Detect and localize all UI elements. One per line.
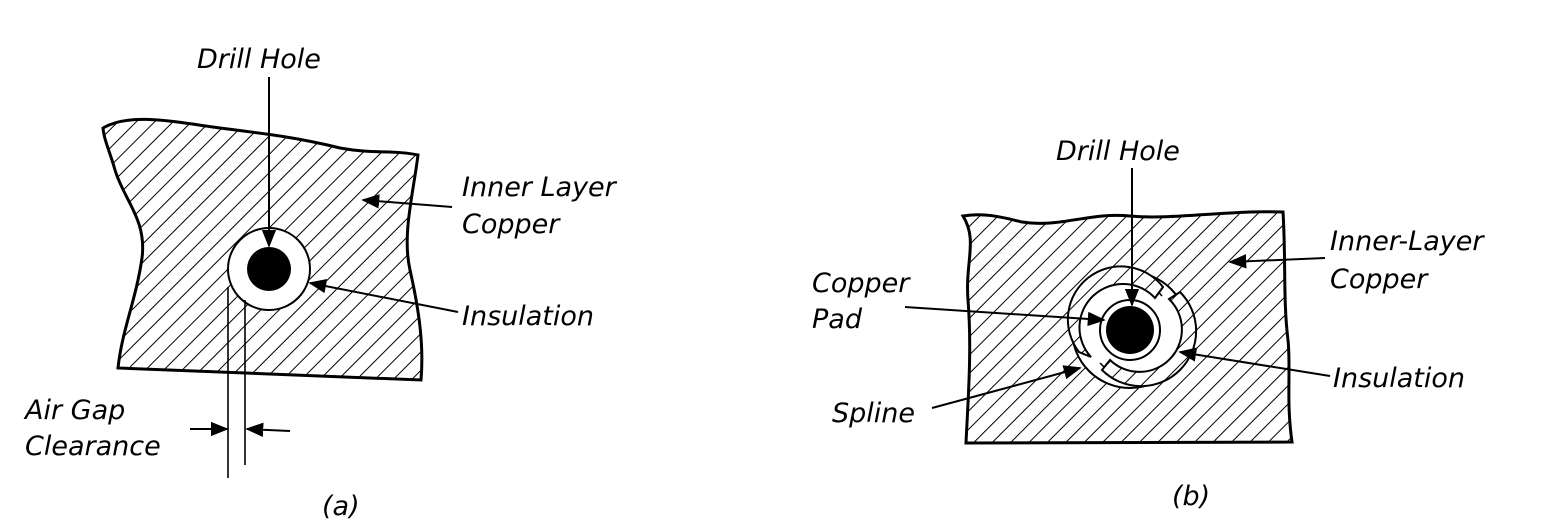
panel-a-inner-layer-leader	[361, 194, 453, 209]
panel-a-inner-layer-label-1: Inner Layer	[462, 172, 618, 203]
panel-b-caption: (b)	[1172, 481, 1210, 512]
panel-b-spline-band-lower	[1100, 290, 1198, 388]
panel-a-drill-hole-label: Drill Hole	[197, 44, 321, 75]
panel-a-insulation-label: Insulation	[462, 301, 594, 332]
panel-a: Drill Hole Inner Layer Copper Insulation…	[23, 44, 618, 522]
panel-b-copper-pad-leader	[904, 306, 1106, 327]
panel-b-drill-hole	[1106, 306, 1154, 354]
panel-b-spline-leader	[931, 365, 1082, 409]
panel-a-caption: (a)	[322, 491, 360, 522]
panel-b-insulation-label: Insulation	[1333, 363, 1465, 394]
panel-b-spline-band-upper	[1066, 265, 1165, 358]
panel-a-air-gap-label-1: Air Gap	[23, 395, 125, 426]
panel-a-insulation-leader	[308, 279, 459, 313]
panel-b-insulation-leader	[1178, 347, 1331, 377]
panel-a-air-gap-label-2: Clearance	[25, 431, 161, 462]
panel-a-air-gap-arrow-right	[245, 422, 291, 437]
panel-b: Drill Hole Inner-Layer Copper Copper Pad…	[812, 136, 1485, 512]
panel-a-drill-hole	[247, 247, 291, 291]
panel-b-copper-pad-label-2: Pad	[812, 304, 863, 335]
panel-a-inner-layer-label-2: Copper	[462, 209, 561, 240]
panel-b-drill-hole-label: Drill Hole	[1056, 136, 1180, 167]
panel-b-copper-pad-label-1: Copper	[812, 268, 911, 299]
panel-b-inner-layer-leader	[1228, 254, 1326, 269]
panel-b-inner-layer-label-1: Inner-Layer	[1330, 226, 1485, 257]
panel-b-inner-layer-label-2: Copper	[1330, 264, 1429, 295]
panel-b-spline-label: Spline	[832, 398, 915, 429]
